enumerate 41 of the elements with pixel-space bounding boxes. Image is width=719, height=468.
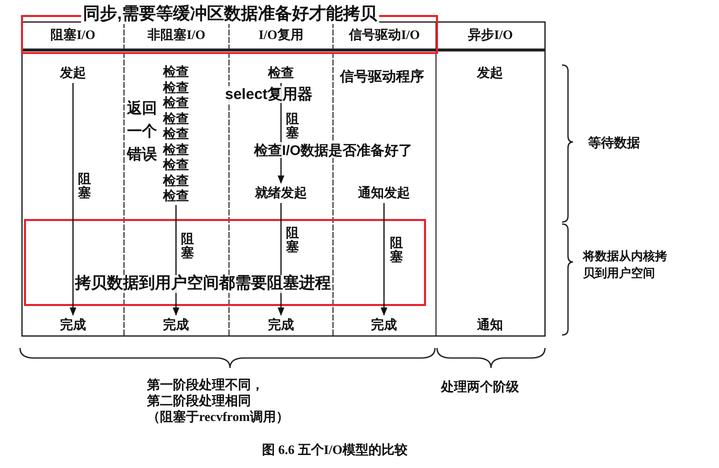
figure-caption: 图 6.6 五个I/O模型的比较 — [262, 441, 408, 459]
column-header: 信号驱动I/O — [348, 26, 421, 44]
annotation-text: 拷贝数据到用户空间都需要阻塞进程 — [75, 275, 331, 294]
note-text: 第一阶段处理不同，第二阶段处理相同（阻塞于recvfrom调用） — [147, 377, 290, 425]
note-text: 等待数据 — [588, 134, 640, 152]
step-label: 发起 — [476, 64, 504, 82]
step-label: 检查 — [162, 126, 190, 142]
column-header: I/O复用 — [258, 26, 304, 44]
step-label: 检查 — [162, 64, 190, 80]
step-label: 检查 — [266, 64, 295, 82]
step-label: 检查 — [162, 110, 190, 126]
edge-label: 阻塞 — [286, 226, 299, 255]
edge-label: 阻塞 — [286, 112, 299, 141]
edge-label: 阻塞 — [181, 232, 194, 261]
step-label: 完成 — [162, 316, 190, 334]
annotation-text: 同步,需要等缓冲区数据准备好才能拷贝 — [81, 4, 379, 24]
step-label: 完成 — [267, 316, 295, 334]
column-header: 阻塞I/O — [50, 26, 96, 44]
edge-label: 阻塞 — [78, 172, 91, 201]
step-label: 发起 — [58, 64, 87, 82]
step-label: 检查 — [162, 172, 190, 188]
annotation-text: 信号驱动程序 — [340, 68, 424, 84]
arrow — [70, 83, 76, 316]
step-label: 完成 — [370, 316, 398, 334]
step-label: 通知 — [476, 316, 504, 334]
step-label: 检查 — [162, 95, 190, 110]
step-label: 就绪发起 — [254, 184, 308, 202]
step-label: 检查 — [162, 142, 190, 157]
step-label: 检查 — [162, 157, 190, 172]
step-label: 通知发起 — [357, 184, 411, 202]
annotation-text: 检查I/O数据是否准备好了 — [254, 142, 413, 158]
annotation-text: select复用器 — [225, 86, 313, 104]
column-header: 非阻塞I/O — [146, 26, 206, 44]
note-text: 处理两个阶级 — [441, 378, 519, 396]
step-label: 完成 — [59, 316, 87, 334]
note-text: 异步I/O — [467, 26, 514, 44]
note-text: 将数据从内核拷贝到用户空间 — [583, 248, 668, 282]
step-label: 检查 — [162, 188, 190, 204]
arrow — [380, 203, 388, 316]
edge-label: 阻塞 — [390, 236, 403, 265]
step-label: 检查 — [162, 80, 190, 95]
